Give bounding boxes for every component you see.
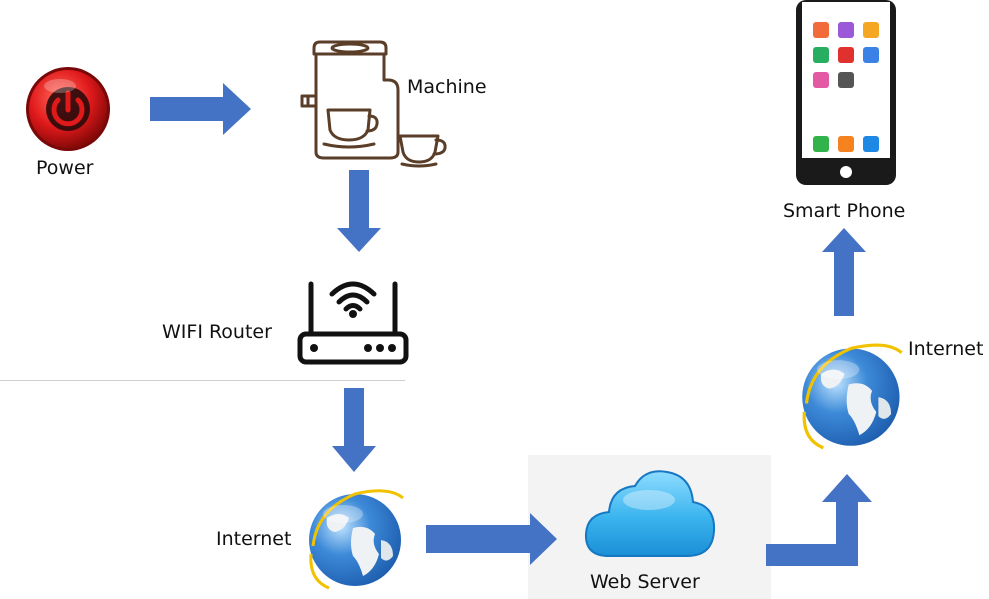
internet-right-label: Internet (908, 338, 984, 360)
globe-icon (802, 343, 903, 450)
power-label: Power (36, 157, 94, 179)
smartphone-icon (796, 0, 896, 185)
web-server-label: Web Server (590, 571, 700, 593)
arrow-internet-to-phone (822, 228, 866, 316)
arrow-router-to-internet (332, 388, 376, 472)
wifi-router-icon (297, 281, 409, 365)
coffee-machine-icon (300, 40, 447, 168)
app-tile-icon (813, 72, 829, 88)
app-tile-icon (838, 136, 854, 152)
app-tile-icon (838, 47, 854, 63)
arrow-power-to-machine (150, 83, 251, 135)
smart-phone-label: Smart Phone (783, 200, 906, 222)
internet-left-label: Internet (216, 528, 292, 550)
app-tile-icon (813, 22, 829, 38)
arrow-server-to-internet (766, 474, 872, 566)
router-label: WIFI Router (162, 321, 272, 343)
power-button-icon (26, 67, 110, 151)
app-tile-icon (838, 72, 854, 88)
app-tile-icon (863, 136, 879, 152)
machine-label: Machine (407, 76, 487, 98)
app-tile-icon (863, 22, 879, 38)
divider-line (0, 380, 405, 381)
app-tile-icon (838, 22, 854, 38)
arrow-internet-to-server (426, 513, 557, 565)
app-tile-icon (863, 47, 879, 63)
app-tile-icon (813, 47, 829, 63)
globe-icon (309, 489, 404, 590)
arrow-machine-to-router (337, 170, 381, 252)
cloud-icon (584, 470, 716, 557)
app-tile-icon (813, 136, 829, 152)
